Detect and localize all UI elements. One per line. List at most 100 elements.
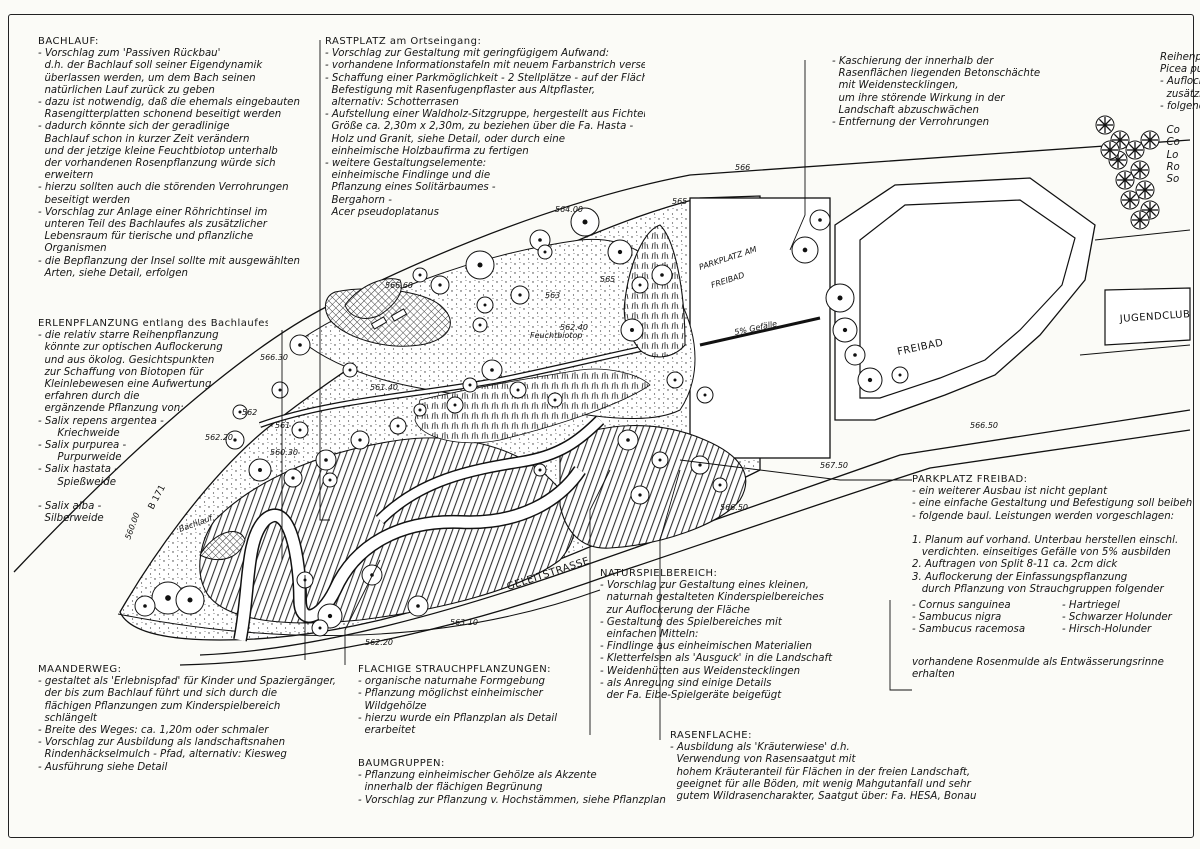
tree-trunk	[358, 438, 362, 442]
note-line: Landschaft abzuschwächen	[832, 104, 979, 116]
note-line: - gestaltet als 'Erlebnispfad' für Kinde…	[38, 676, 336, 688]
elev-563: 563	[545, 291, 560, 300]
note-line: Arten, siehe Detail, erfolgen	[38, 267, 188, 279]
note-line: der vorhandenen Rosenpflanzung würde sic…	[38, 158, 276, 170]
elev-56660: 566.60	[385, 281, 413, 290]
note-line: - Aufstellung einer Waldholz-Sitzgruppe,…	[325, 109, 645, 121]
note-line: verdichten. einseitiges Gefälle von 5% a…	[912, 547, 1171, 559]
conifer	[1095, 115, 1115, 135]
note-natur-lines: - Vorschlag zur Gestaltung eines kleinen…	[600, 580, 860, 702]
note-strauch-title: FLÄCHIGE STRAUCHPFLANZUNGEN:	[358, 664, 552, 675]
note-line: - als Anregung sind einige Details	[600, 677, 772, 689]
note-reihen-lines: ReihenpflanPicea pung- Auflocker zusätzl…	[1160, 52, 1200, 186]
tree-trunk	[438, 283, 442, 287]
plant-common-name: - Schwarzer Holunder	[1062, 612, 1172, 624]
tree-trunk	[703, 393, 707, 397]
note-line: - Salix purpurea -	[38, 440, 127, 452]
note-line: - Vorschlag zur Pflanzung v. Hochstämmen…	[358, 794, 666, 806]
note-line: Bachlauf schon in kurzer Zeit verändern	[38, 133, 250, 145]
tree-trunk	[453, 403, 457, 407]
tree-trunk	[673, 378, 677, 382]
elev-56630: 566.30	[260, 353, 288, 362]
note-line: - Weidenhütten aus Weidenstecklingen	[600, 665, 801, 677]
note-line: Rasenflächen liegenden Betonschächte	[832, 68, 1041, 80]
note-rasen-title: RASENFLÄCHE:	[670, 730, 752, 741]
conifer-symbols	[1095, 115, 1160, 230]
plant-row: - Cornus sanguinea- Hartriegel	[912, 600, 1194, 612]
note-line: Co	[1160, 125, 1180, 137]
tree-trunk	[626, 438, 630, 442]
elev-56220b: 562.20	[365, 638, 393, 647]
note-rasenflaeche: RASENFLÄCHE: - Ausbildung als 'Kräuterwi…	[670, 730, 1050, 803]
tree-trunk	[258, 468, 262, 472]
note-line: Größe ca. 2,30m x 2,30m, zu beziehen übe…	[325, 121, 634, 133]
tree-trunk	[660, 273, 664, 277]
note-line: - Findlinge aus einheimischen Materialie…	[600, 641, 812, 653]
tree-trunk	[416, 604, 420, 608]
tree-trunk	[802, 247, 808, 253]
tree-trunk	[867, 377, 873, 383]
tree-trunk	[658, 458, 662, 462]
note-line: natürlichen Lauf zurück zu geben	[38, 84, 215, 96]
note-line: Pflanzung eines Solitärbaumes -	[325, 182, 496, 194]
note-line: Organismen	[38, 243, 107, 255]
note-line: naturnah gestalteten Kinderspielbereiche…	[600, 592, 824, 604]
note-parkplatz-title: PARKPLATZ FREIBAD:	[912, 474, 1028, 485]
note-line: Befestigung mit Rasenfugenpflaster aus A…	[325, 84, 596, 96]
note-line: - Ausführung siehe Detail	[38, 761, 168, 773]
tree-trunk	[291, 476, 295, 480]
note-line: Kleinlebewesen eine Aufwertung	[38, 379, 212, 391]
conifer	[1135, 180, 1155, 200]
plant-botanical-name: - Sambucus racemosa	[912, 624, 1026, 636]
tree-trunk	[278, 388, 282, 392]
note-line: mit Weidenstecklingen,	[832, 80, 959, 92]
tree-trunk	[187, 597, 193, 603]
elev-56400: 564.00	[555, 205, 583, 214]
note-baum-lines: - Pflanzung einheimischer Gehölze als Ak…	[358, 770, 688, 807]
note-line: einfachen Mitteln:	[600, 629, 699, 641]
tree-trunk	[324, 458, 328, 462]
label-feuchtbiotop: Feuchtbiotop	[530, 331, 583, 340]
plant-botanical-name: - Sambucus nigra	[912, 612, 1002, 624]
note-line: - Auflocker	[1160, 76, 1200, 88]
note-strauchpflanzungen: FLÄCHIGE STRAUCHPFLANZUNGEN: - organisch…	[358, 664, 588, 737]
meander-path	[233, 415, 605, 642]
note-line: 3. Auflockerung der Einfassungspflanzung	[912, 571, 1128, 583]
note-line: könnte zur optischen Auflockerung	[38, 342, 223, 354]
note-line: Holz und Granit, siehe Detail, oder durc…	[325, 133, 565, 145]
note-line: einheimische Findlinge und die	[325, 170, 491, 182]
note-line: überlassen werden, um dem Bach seinen	[38, 72, 256, 84]
note-line: ergänzende Pflanzung von:	[38, 403, 184, 415]
elev-56650b: 566.50	[720, 503, 748, 512]
note-line: - folgende baul. Leistungen werden vorge…	[912, 510, 1175, 522]
note-line: zur Auflockerung der Fläche	[600, 604, 750, 616]
note-line: geeignet für alle Böden, mit wenig Mahgu…	[670, 778, 971, 790]
note-reihenpflanzung: ReihenpflanPicea pung- Auflocker zusätzl…	[1160, 52, 1200, 186]
note-line: - dadurch könnte sich der geradlinige	[38, 121, 230, 133]
tree-trunk	[617, 249, 623, 255]
note-line: schlängelt	[38, 712, 97, 724]
elev-565b: 565	[600, 275, 615, 284]
note-line: - hierzu sollten auch die störenden Verr…	[38, 182, 289, 194]
elev-562: 562	[242, 408, 257, 417]
conifer	[1130, 210, 1150, 230]
note-line: - Gestaltung des Spielbereiches mit	[600, 616, 782, 628]
tree-trunk	[538, 468, 542, 472]
note-line: zusätzlich	[1166, 88, 1200, 100]
note-line: Kriechweide	[38, 427, 120, 439]
note-line: - folgende	[1160, 100, 1200, 112]
note-line: - Salix hastata -	[38, 464, 118, 476]
elev-56650a: 566.50	[970, 421, 998, 430]
note-line: - Pflanzung möglichst einheimischer	[358, 688, 543, 700]
note-line: - vorhandene Informationstafeln mit neue…	[325, 60, 645, 72]
note-line: - Kletterfelsen als 'Ausguck' in die Lan…	[600, 653, 833, 665]
note-kaschierung: - Kaschierung der innerhalb der Rasenflä…	[832, 56, 1092, 129]
note-line: 1. Planum auf vorhand. Unterbau herstell…	[912, 535, 1179, 547]
note-line: und aus ökolog. Gesichtspunkten	[38, 354, 215, 366]
note-line: d.h. der Bachlauf soll seiner Eigendynam…	[38, 60, 263, 72]
note-line: Lebensraum für tierische und pflanzliche	[38, 231, 254, 243]
sheet-frame	[8, 14, 1194, 838]
note-strauch-lines: - organische naturnahe Formgebung- Pflan…	[358, 676, 588, 737]
note-line: Picea pung	[1160, 64, 1200, 76]
note-kaschierung-lines: - Kaschierung der innerhalb der Rasenflä…	[832, 56, 1092, 129]
